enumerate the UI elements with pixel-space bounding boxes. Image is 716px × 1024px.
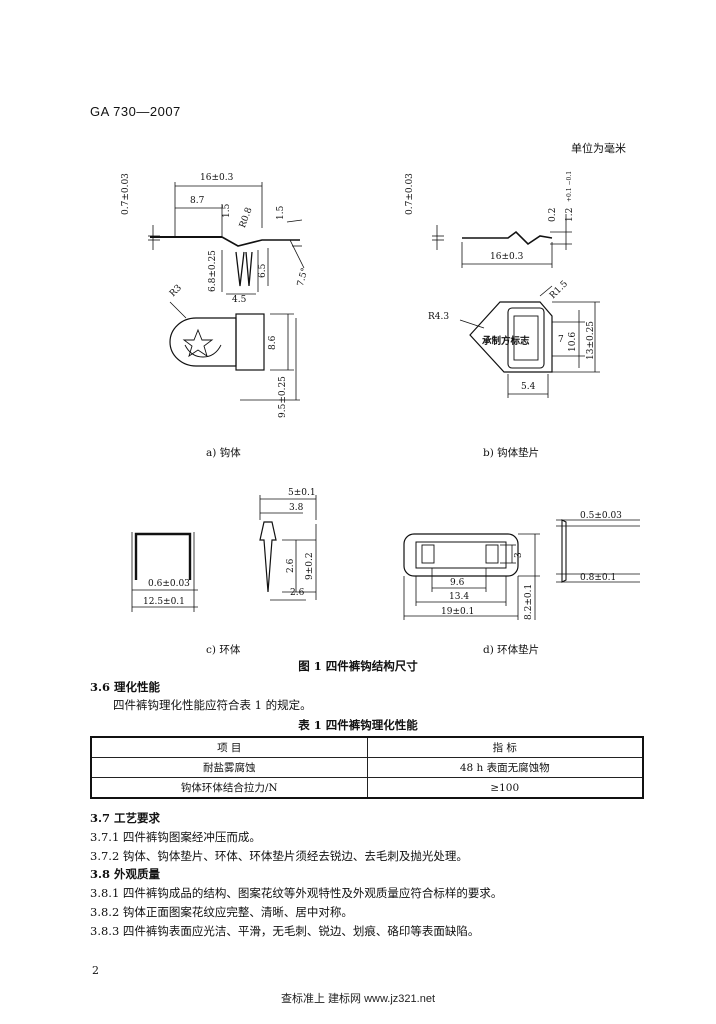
section-3-8-1: 3.8.1 四件裤钩成品的结构、图案花纹等外观特性及外观质量应符合标样的要求。 <box>90 886 503 900</box>
dim-b-13: 13±0.25 <box>586 320 596 360</box>
dim-b-1-2: 1.2 <box>565 207 575 222</box>
table-cell: 耐盐雾腐蚀 <box>90 757 368 778</box>
table-row: 耐盐雾腐蚀 48 h 表面无腐蚀物 <box>90 757 644 778</box>
section-3-8-title: 3.8 外观质量 <box>90 867 161 881</box>
section-3-7-title: 3.7 工艺要求 <box>90 811 161 825</box>
dim-c-3-8: 3.8 <box>289 503 304 513</box>
dim-b-width: 16±0.3 <box>490 252 524 262</box>
dim-d-19: 19±0.1 <box>441 607 475 617</box>
dim-c-width: 12.5±0.1 <box>143 597 185 607</box>
dim-a-6-5: 6.5 <box>258 263 268 278</box>
section-3-8-2: 3.8.2 钩体正面图案花纹应完整、清晰、居中对称。 <box>90 905 353 919</box>
dim-c-thickness: 0.6±0.03 <box>148 579 190 589</box>
dim-b-r4-3: R4.3 <box>428 312 450 322</box>
dim-a-thickness: 0.7±0.03 <box>121 173 131 215</box>
caption-d: d) 环体垫片 <box>483 644 540 656</box>
table-header-row: 项 目 指 标 <box>90 736 644 758</box>
caption-c: c) 环体 <box>206 644 241 656</box>
dim-c-2-6a: 2.6 <box>286 558 296 573</box>
dim-c-9: 9±0.2 <box>305 552 315 580</box>
figure-b-hook-pad <box>432 214 600 398</box>
dim-a-1-5a: 1.5 <box>222 203 232 218</box>
dim-b-1-2-tol: +0.1 −0.1 <box>566 170 573 202</box>
dim-d-thickness: 0.5±0.03 <box>580 511 622 521</box>
dim-a-9-5: 9.5±0.25 <box>278 376 288 418</box>
section-3-6-title: 3.6 理化性能 <box>90 680 161 694</box>
dim-b-5-4: 5.4 <box>521 382 536 392</box>
maker-mark-label: 承制方标志 <box>482 336 530 347</box>
caption-b: b) 钩体垫片 <box>483 447 540 459</box>
dim-b-thickness: 0.7±0.03 <box>405 173 415 215</box>
dim-d-13-4: 13.4 <box>449 592 470 602</box>
dim-d-0-8: 0.8±0.1 <box>580 573 617 583</box>
figure-title: 图 1 四件裤钩结构尺寸 <box>298 659 418 673</box>
dim-b-0-2: 0.2 <box>548 207 558 222</box>
figure-a-hook-body <box>148 182 305 401</box>
table-cell: 钩体环体结合拉力/N <box>90 777 368 799</box>
dim-b-10-6: 10.6 <box>568 331 578 352</box>
section-3-6-text: 四件裤钩理化性能应符合表 1 的规定。 <box>113 698 312 712</box>
property-table: 项 目 指 标 耐盐雾腐蚀 48 h 表面无腐蚀物 钩体环体结合拉力/N ≥10… <box>90 736 644 799</box>
dim-d-3: 3 <box>514 552 524 558</box>
dim-a-8-7: 8.7 <box>190 196 205 206</box>
dim-a-1-5b: 1.5 <box>276 205 286 220</box>
section-3-7-2: 3.7.2 钩体、钩体垫片、环体、环体垫片须经去锐边、去毛刺及抛光处理。 <box>90 849 468 863</box>
table-cell: ≥100 <box>366 777 644 799</box>
dim-d-9-6: 9.6 <box>450 578 465 588</box>
caption-a: a) 钩体 <box>206 447 241 459</box>
dim-c-5: 5±0.1 <box>288 488 316 498</box>
section-3-8-3: 3.8.3 四件裤钩表面应光洁、平滑，无毛刺、锐边、划痕、硌印等表面缺陷。 <box>90 924 480 938</box>
dim-a-4-5: 4.5 <box>232 295 247 305</box>
page-number: 2 <box>92 964 99 977</box>
dim-a-8-6: 8.6 <box>268 335 278 350</box>
figure-c-ring-body <box>131 495 317 612</box>
dim-a-6-8: 6.8±0.25 <box>208 250 218 292</box>
table-row: 钩体环体结合拉力/N ≥100 <box>90 777 644 799</box>
footer-watermark: 查标准上 建标网 www.jz321.net <box>280 993 436 1005</box>
figure-d-ring-pad <box>403 519 640 620</box>
table-header-index: 指 标 <box>366 736 644 758</box>
table-cell: 48 h 表面无腐蚀物 <box>366 757 644 778</box>
standard-number: GA 730—2007 <box>90 104 181 119</box>
section-3-7-1: 3.7.1 四件裤钩图案经冲压而成。 <box>90 830 261 844</box>
dim-c-2-6b: 2.6 <box>290 588 305 598</box>
table-header-item: 项 目 <box>90 736 368 758</box>
dim-d-8-2: 8.2±0.1 <box>524 583 534 620</box>
table-title: 表 1 四件裤钩理化性能 <box>298 718 418 732</box>
unit-note: 单位为毫米 <box>571 142 626 155</box>
dim-a-width: 16±0.3 <box>200 173 234 183</box>
dim-b-7: 7 <box>558 335 564 345</box>
